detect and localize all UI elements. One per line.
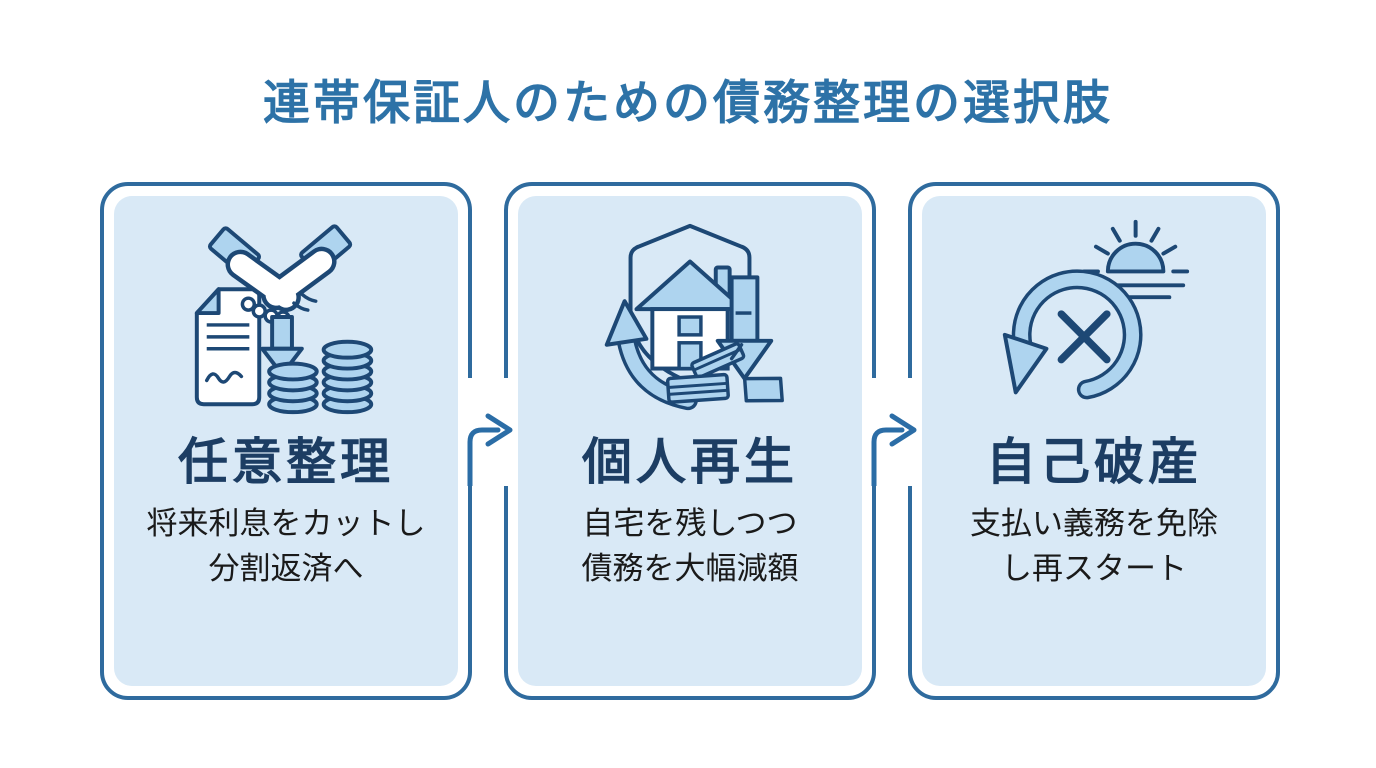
x-mark-shape xyxy=(1057,310,1111,364)
card-description: 支払い義務を免除 し再スタート xyxy=(970,502,1218,592)
desc-line-1: 支払い義務を免除 xyxy=(970,506,1218,542)
rising-sun-shape xyxy=(1082,219,1190,300)
coin-stacks-shape xyxy=(267,339,374,415)
options-row: 任意整理 将来利息をカットし 分割返済へ xyxy=(100,182,1280,700)
desc-line-2: し再スタート xyxy=(1001,550,1187,587)
card-description: 将来利息をカットし 分割返済へ xyxy=(147,502,426,592)
card-heading: 任意整理 xyxy=(178,433,394,491)
desc-line-1: 将来利息をカットし xyxy=(146,506,426,542)
desc-line-2: 分割返済へ xyxy=(208,550,364,587)
card-individual-rehabilitation: 個人再生 自宅を残しつつ 債務を大幅減額 xyxy=(504,182,876,700)
card-fill-panel: 自己破産 支払い義務を免除 し再スタート xyxy=(922,196,1266,686)
card-heading: 自己破産 xyxy=(986,433,1202,491)
card-heading: 個人再生 xyxy=(582,433,798,491)
card-bankruptcy: 自己破産 支払い義務を免除 し再スタート xyxy=(908,182,1280,700)
card-description: 自宅を残しつつ 債務を大幅減額 xyxy=(582,502,799,592)
page-title: 連帯保証人のための債務整理の選択肢 xyxy=(263,76,1113,131)
flow-arrow-right-icon xyxy=(862,378,920,486)
restart-arrow-shape xyxy=(1002,269,1143,400)
desc-line-2: 債務を大幅減額 xyxy=(581,550,799,587)
card-fill-panel: 個人再生 自宅を残しつつ 債務を大幅減額 xyxy=(518,196,862,686)
restart-sunrise-icon xyxy=(1002,219,1190,400)
down-arrow-shape xyxy=(260,315,304,377)
shield-house-arrows-icon xyxy=(604,223,784,411)
broken-credit-card-shape xyxy=(665,342,784,404)
handshake-document-coins-icon xyxy=(194,224,374,415)
house-shape xyxy=(634,259,746,371)
desc-line-1: 自宅を残しつつ xyxy=(582,506,798,542)
flow-arrow-right-icon xyxy=(458,378,516,486)
document-shape xyxy=(194,287,262,407)
card-fill-panel: 任意整理 将来利息をカットし 分割返済へ xyxy=(114,196,458,686)
handshake-shape xyxy=(207,224,353,326)
card-voluntary-arrangement: 任意整理 将来利息をカットし 分割返済へ xyxy=(100,182,472,700)
